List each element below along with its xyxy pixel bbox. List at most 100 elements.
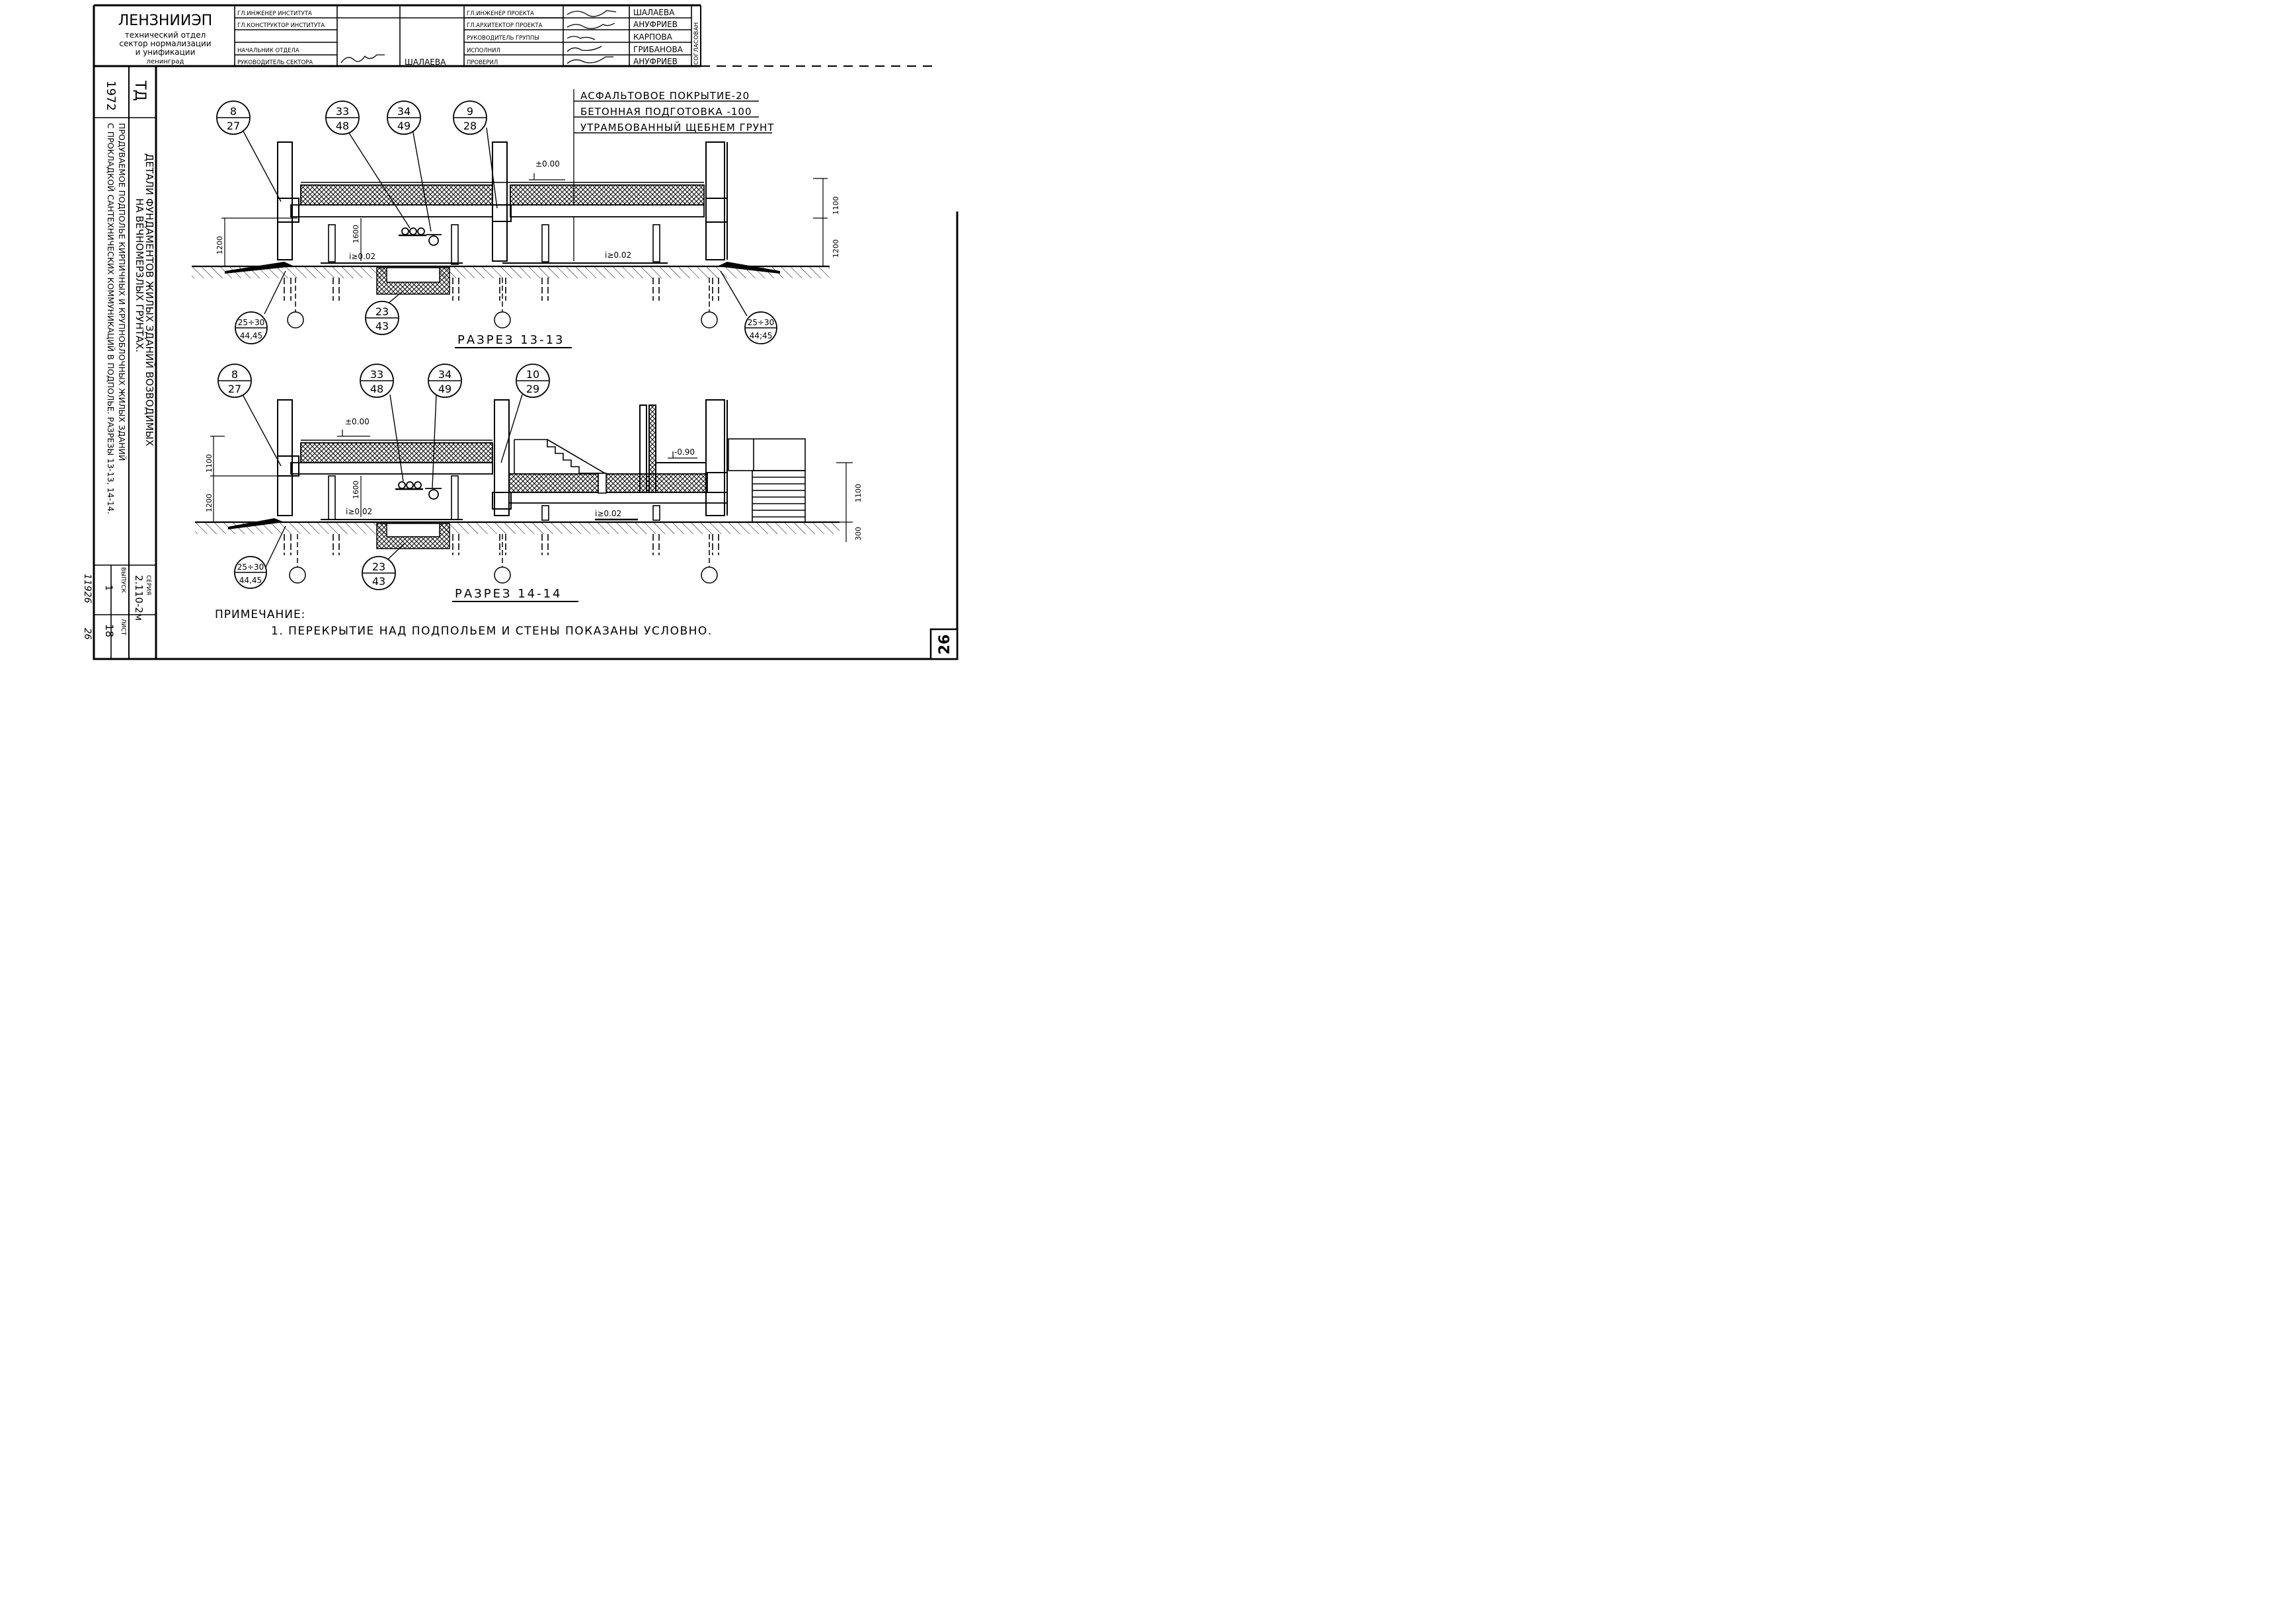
callout: 23 43	[362, 556, 396, 590]
td-mark: ТД	[132, 80, 148, 101]
callout: 8 27	[216, 100, 251, 135]
callout: 25÷30 44,45	[234, 556, 267, 589]
note-text: 1. ПЕРЕКРЫТИЕ НАД ПОДПОЛЬЕМ И СТЕНЫ ПОКА…	[271, 625, 713, 638]
slope-label: i≥0.02	[346, 507, 372, 516]
signatures	[567, 10, 617, 64]
page-number-box: 26	[929, 628, 959, 660]
level-mark: -0.90	[674, 447, 695, 457]
svg-text:25÷30: 25÷30	[237, 562, 264, 572]
role-label: ГЛ.ИНЖЕНЕР ПРОЕКТА	[467, 11, 534, 17]
agreed-label: СОГЛАСОВАН	[693, 22, 700, 65]
sector-head-name: ШАЛАЕВА	[405, 58, 446, 67]
callout: 25÷30 44,45	[235, 311, 268, 344]
svg-text:48: 48	[370, 383, 383, 395]
issue-label: ВЫПУСК	[120, 567, 126, 594]
person-name: ГРИБАНОВА	[633, 45, 684, 54]
dimension-label: 1100	[832, 196, 840, 215]
sheet-label: ЛИСТ	[120, 619, 126, 636]
dimension-label: 300	[854, 527, 863, 541]
org-subtitle: сектор нормализации	[119, 39, 211, 48]
section-title: РАЗРЕЗ 14-14	[455, 587, 563, 601]
svg-text:8: 8	[230, 105, 237, 118]
svg-text:27: 27	[228, 383, 241, 395]
sheet-description: ПРОДУВАЕМОЕ ПОДПОЛЬЕ КИРПИЧНЫХ И КРУПНОБ…	[117, 123, 127, 461]
svg-text:25÷30: 25÷30	[748, 318, 775, 327]
svg-text:48: 48	[336, 120, 349, 132]
svg-text:23: 23	[375, 305, 389, 318]
level-mark: ±0.00	[535, 159, 560, 169]
svg-text:44,45: 44,45	[240, 331, 262, 340]
sheet-frame	[93, 4, 959, 660]
ground-hatch	[195, 522, 840, 534]
callout: 10 29	[516, 364, 550, 398]
role-label: ГЛ.ИНЖЕНЕР ИНСТИТУТА	[237, 11, 312, 17]
dimension-label: 1600	[352, 481, 360, 499]
page-number: 26	[937, 635, 953, 655]
drawing-sheet: ЛЕНЗНИИЭП технический отдел сектор норма…	[0, 0, 1031, 729]
svg-text:33: 33	[336, 105, 349, 118]
blind-area	[225, 262, 294, 274]
svg-text:29: 29	[526, 383, 539, 395]
series-value: 2.110-2м	[133, 575, 145, 621]
pipes	[395, 481, 442, 500]
title-block: ЛЕНЗНИИЭП технический отдел сектор норма…	[118, 5, 700, 67]
svg-text:28: 28	[463, 120, 477, 132]
callout: 34 49	[387, 100, 421, 135]
floor-slab	[510, 184, 705, 206]
dimension-lines	[210, 430, 853, 542]
section-14-14: 1100 1200 1600 1100 300 ±0.00 -0.90 i≥0.…	[195, 364, 863, 602]
svg-text:33: 33	[370, 368, 383, 381]
dimension-label: 1600	[352, 225, 360, 243]
role-label: ГЛ.АРХИТЕКТОР ПРОЕКТА	[467, 22, 543, 29]
dimension-label: 1100	[205, 454, 214, 473]
role-label: ПРОВЕРИЛ	[467, 59, 498, 66]
series-label: СЕРИЯ	[145, 575, 151, 595]
svg-text:27: 27	[227, 120, 240, 132]
svg-text:44;45: 44;45	[750, 331, 773, 340]
slope-label: i≥0.02	[605, 251, 631, 260]
svg-text:44,45: 44,45	[239, 576, 262, 585]
floor-slab	[300, 184, 493, 206]
piles	[284, 224, 719, 301]
drawing-svg: ЛЕНЗНИИЭП технический отдел сектор норма…	[82, 4, 959, 660]
blind-area	[717, 262, 780, 274]
inventory-number: 11926	[82, 574, 93, 603]
slope-label: i≥0.02	[595, 509, 621, 518]
section-title: РАЗРЕЗ 13-13	[457, 333, 565, 347]
svg-text:34: 34	[397, 105, 411, 118]
slope-label: i≥0.02	[349, 252, 375, 261]
entrance-stoop	[728, 438, 806, 523]
callout: 9 28	[453, 100, 487, 135]
layer-legend: АСФАЛЬТОВОЕ ПОКРЫТИЕ-20 БЕТОННАЯ ПОДГОТО…	[573, 89, 774, 261]
leader-lines	[242, 394, 523, 568]
dimension-label: 1200	[832, 239, 840, 258]
year: 1972	[104, 81, 118, 111]
walls	[277, 141, 728, 262]
callout: 8 27	[217, 364, 252, 398]
sheet-title: ДЕТАЛИ ФУНДАМЕНТОВ ЖИЛЫХ ЗДАНИЙ ВОЗВОДИМ…	[143, 153, 156, 446]
side-block: 1972 ТД ДЕТАЛИ ФУНДАМЕНТОВ ЖИЛЫХ ЗДАНИЙ …	[82, 80, 156, 659]
svg-text:25÷30: 25÷30	[238, 318, 265, 327]
svg-text:10: 10	[526, 368, 539, 381]
person-name: АНУФРИЕВ	[633, 57, 678, 66]
floor-slab	[300, 442, 493, 463]
svg-text:9: 9	[467, 105, 473, 118]
dimension-label: 1200	[216, 236, 224, 254]
note-heading: ПРИМЕЧАНИЕ:	[215, 608, 305, 621]
leader-lines	[241, 127, 748, 317]
grid-axes	[289, 534, 718, 584]
dimension-lines	[221, 173, 828, 267]
role-label: ИСПОЛНИЛ	[467, 48, 500, 54]
floor-slab	[508, 473, 708, 493]
layer-label: БЕТОННАЯ ПОДГОТОВКА -100	[580, 106, 752, 118]
person-name: КАРПОВА	[633, 32, 673, 42]
callout: 34 49	[428, 364, 462, 398]
staircase	[514, 439, 599, 492]
layer-label: УТРАМБОВАННЫЙ ЩЕБНЕМ ГРУНТ	[580, 121, 774, 134]
dimension-label: 1200	[205, 494, 214, 512]
section-13-13: 1200 1100 1200 1600 ±0.00 i≥0.02 i≥0.02 …	[192, 100, 840, 348]
role-label: НАЧАЛЬНИК ОТДЕЛА	[237, 48, 299, 54]
level-mark: ±0.00	[345, 417, 370, 426]
org-subtitle: технический отдел	[125, 30, 206, 40]
role-label: ГЛ.КОНСТРУКТОР ИНСТИТУТА	[237, 22, 325, 29]
